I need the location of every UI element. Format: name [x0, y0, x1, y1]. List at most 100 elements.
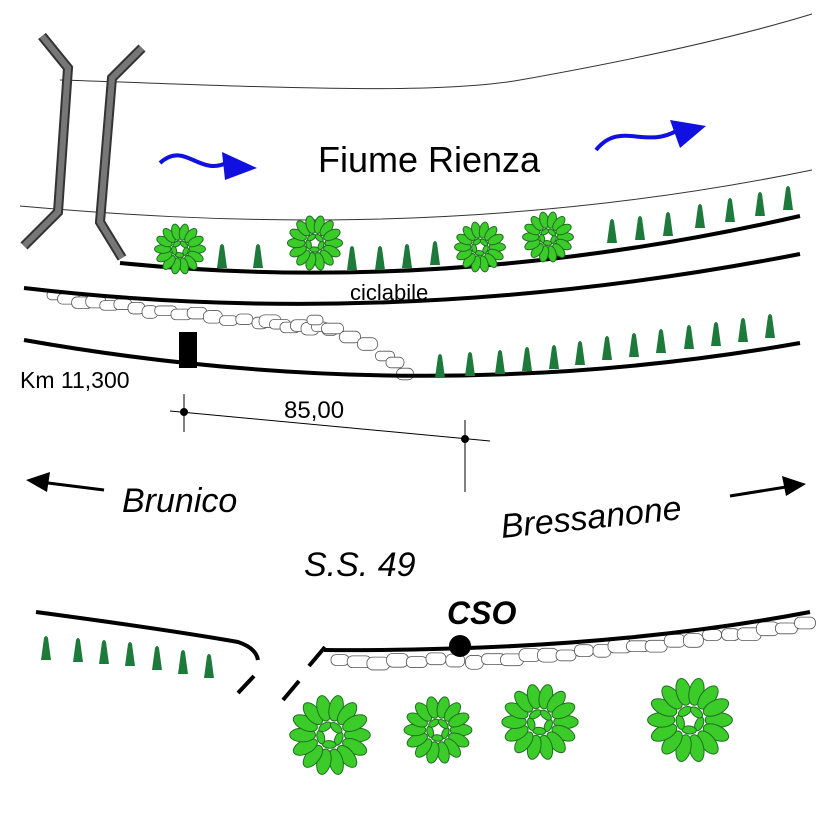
dimension-point-right — [461, 435, 469, 443]
leaf — [547, 228, 557, 237]
shrub-icon — [501, 684, 579, 760]
road-edge-south-right — [323, 610, 811, 653]
grass-tuft-icon — [430, 241, 440, 265]
arrow-right-shaft — [729, 484, 793, 498]
grass-tuft-icon — [635, 216, 645, 240]
bridge — [20, 32, 146, 261]
shrub-icon — [286, 215, 344, 271]
dimension-point-left — [180, 408, 188, 416]
riprap-stone-icon — [330, 654, 350, 666]
direction-left-label: Brunico — [122, 482, 237, 520]
flow-arrowhead-right — [670, 120, 706, 148]
river-bank-top — [59, 13, 813, 90]
grass-tuft-icon — [738, 318, 748, 342]
grass-tuft-icon — [99, 640, 109, 664]
bike-path-edge — [23, 252, 801, 306]
grass-tuft-icon — [602, 336, 612, 360]
grass-tuft-icon — [347, 246, 357, 270]
riverbank-edge — [119, 214, 801, 275]
dimension-main — [169, 410, 491, 442]
grass-tuft-icon — [465, 352, 475, 376]
shrub-icon — [154, 223, 206, 275]
riprap-stone-icon — [386, 652, 410, 668]
grass-tuft-icon — [663, 212, 673, 236]
leaf — [539, 709, 552, 721]
bridge-left-rail-fill — [21, 34, 72, 249]
leaf — [323, 228, 341, 242]
leaf — [329, 721, 343, 734]
shrub-icon — [522, 211, 574, 263]
leaf — [690, 706, 704, 719]
grass-tuft-icon — [125, 642, 135, 666]
trees — [154, 211, 733, 775]
riprap-stone-icon — [385, 356, 405, 369]
leaf — [551, 702, 576, 720]
grass-tuft-icon — [695, 204, 705, 228]
leaf — [479, 238, 489, 247]
shrub-icon — [647, 678, 733, 762]
grass-tuft-icon — [253, 244, 263, 268]
direction-right: Bressanone — [499, 476, 806, 546]
arrow-left-icon — [26, 472, 50, 492]
riprap-stone-icon — [574, 644, 594, 657]
riprap-stone-icon — [405, 656, 428, 668]
km-marker-label: Km 11,300 — [20, 367, 130, 393]
riprap-stone-icon — [775, 622, 798, 635]
riprap-stone-icon — [683, 633, 704, 648]
grass-tuft-icon — [755, 192, 765, 216]
leaf — [437, 718, 449, 729]
grass-tufts — [41, 186, 793, 678]
shrub-icon — [454, 221, 506, 273]
leaf — [487, 233, 504, 246]
riprap-stone-icon — [339, 330, 361, 344]
grass-tuft-icon — [375, 246, 385, 270]
grass-tuft-icon — [607, 219, 617, 243]
flow-arrows — [158, 120, 706, 180]
shrub-icon — [289, 695, 371, 775]
riprap-stone-icon — [306, 314, 324, 326]
riprap-stone-icon — [357, 337, 378, 351]
road-label: S.S. 49 — [304, 546, 416, 584]
road-edge-north — [23, 338, 801, 378]
leaf — [314, 233, 324, 243]
grass-tuft-icon — [495, 350, 505, 374]
grass-tuft-icon — [217, 244, 227, 268]
road-edge-south-left — [35, 610, 260, 661]
grass-tuft-icon — [402, 244, 412, 268]
riprap-stone-icon — [219, 315, 238, 326]
riprap-stone-icon — [702, 629, 722, 641]
km-post-icon — [179, 332, 197, 368]
grass-tuft-icon — [656, 329, 666, 353]
grass-tuft-icon — [765, 314, 775, 338]
riprap-stone-icon — [644, 639, 668, 653]
grass-tuft-icon — [435, 354, 445, 378]
cso-label: CSO — [447, 595, 516, 631]
grass-tuft-icon — [684, 325, 694, 349]
cso-point-icon — [449, 635, 471, 657]
dimension-line — [169, 394, 491, 492]
grass-tuft-icon — [152, 646, 162, 670]
road-lines — [23, 214, 811, 702]
leaf — [179, 240, 189, 249]
grass-tuft-icon — [629, 333, 639, 357]
access-dash — [236, 674, 256, 695]
grass-tuft-icon — [549, 345, 559, 369]
riprap-stone-icon — [235, 313, 254, 325]
arrow-right-icon — [782, 476, 806, 496]
flow-arrow-icon-left — [158, 153, 229, 169]
riprap-stones — [46, 289, 816, 671]
leaf — [702, 698, 730, 717]
flow-arrow-icon-right — [594, 128, 680, 152]
grass-tuft-icon — [711, 322, 721, 346]
grass-tuft-icon — [783, 186, 793, 210]
direction-right-label: Bressanone — [499, 489, 683, 546]
flow-arrowhead-left — [222, 152, 257, 180]
riprap-stone-icon — [555, 649, 577, 662]
bike-path-label: ciclabile — [350, 280, 428, 305]
access-dash — [307, 645, 327, 668]
riprap-stone-icon — [464, 655, 484, 670]
riprap-stone-icon — [537, 647, 559, 663]
bridge-right-rail-fill — [96, 45, 145, 260]
